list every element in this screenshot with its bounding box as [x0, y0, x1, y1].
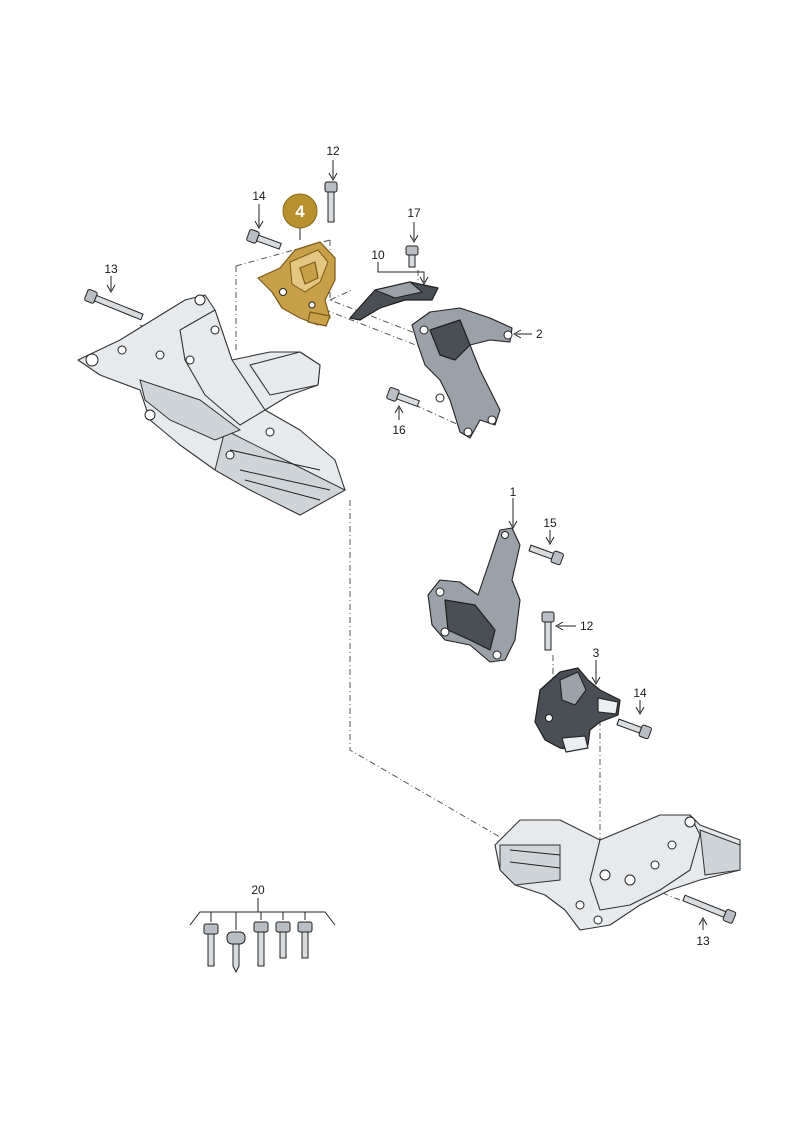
callout-12-top: 12	[326, 144, 340, 158]
bolt-set-20	[203, 921, 313, 974]
callout-10: 10	[371, 248, 385, 262]
callout-17: 17	[407, 206, 421, 220]
callout-1: 1	[510, 485, 517, 499]
callout-labels: 12 14 17 10 13 2 16 1 15 12 3 14 20 13	[104, 144, 710, 948]
callout-2: 2	[536, 327, 543, 341]
callout-14-right: 14	[633, 686, 647, 700]
lower-subframe	[494, 814, 741, 931]
part-4-badge: 4	[282, 193, 318, 229]
assembly-line	[414, 404, 471, 431]
bolt-14-top	[246, 229, 282, 250]
callout-4: 4	[295, 202, 305, 221]
callout-12-mid: 12	[580, 619, 594, 633]
callout-13-right: 13	[696, 934, 710, 948]
part-2-bracket	[411, 307, 513, 439]
bolt-13-right	[682, 894, 737, 924]
leader-lines	[106, 160, 708, 930]
bolt-17	[405, 245, 419, 268]
callout-20: 20	[251, 883, 265, 897]
bolt-15	[528, 544, 564, 566]
bolts	[84, 181, 737, 974]
callout-3: 3	[593, 646, 600, 660]
assembly-line	[349, 500, 506, 841]
upper-subframe	[77, 294, 347, 516]
callout-14-top: 14	[252, 189, 266, 203]
bolt-12-top	[324, 181, 338, 223]
callout-15: 15	[543, 516, 557, 530]
part-1-bracket	[427, 527, 521, 663]
bolt-13-left	[84, 289, 144, 321]
part-4-mount-highlighted	[257, 241, 336, 327]
bolt-12-mid	[541, 611, 555, 651]
callout-16: 16	[392, 423, 406, 437]
callout-13-left: 13	[104, 262, 118, 276]
bolt-14-right	[616, 718, 652, 740]
bolt-16	[386, 387, 420, 408]
assembly-line	[329, 289, 353, 301]
part-10-bracket	[349, 281, 439, 321]
part-3-mount	[534, 667, 621, 753]
